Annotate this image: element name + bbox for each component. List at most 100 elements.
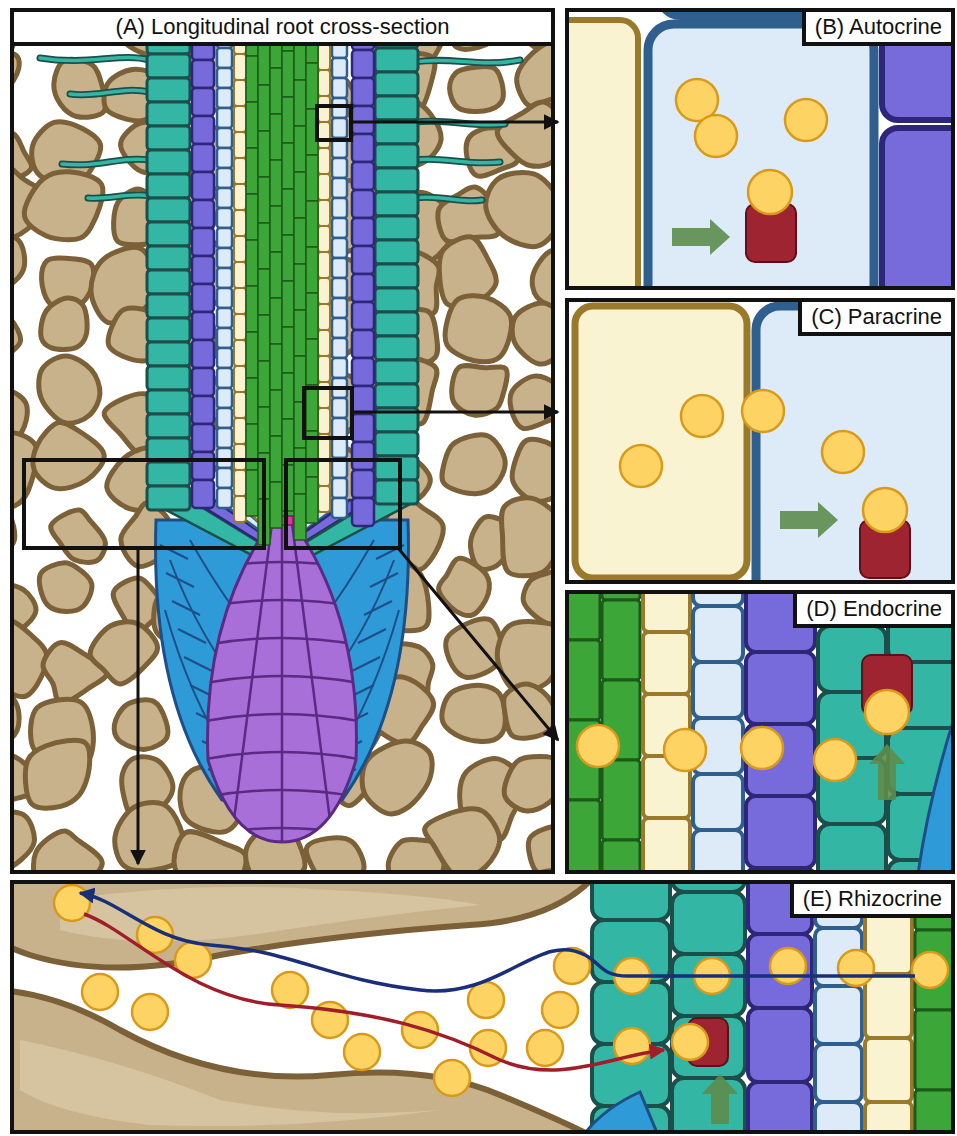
- pericycle-cell: [318, 330, 330, 356]
- epidermis-cell: [147, 462, 190, 486]
- signal-molecule: [468, 982, 504, 1018]
- cortex-cell: [192, 116, 214, 144]
- epidermis-cell: [147, 294, 190, 318]
- endodermis-cell: [217, 328, 232, 348]
- cortex-cell: [192, 368, 214, 396]
- stele-cell: [306, 63, 318, 109]
- cortex-cell: [352, 470, 374, 498]
- root-hair-outline: [40, 57, 150, 60]
- pericycle-cell: [865, 1038, 912, 1102]
- root-hair: [70, 90, 150, 95]
- soil-particle: [528, 825, 553, 872]
- pericycle-cell: [318, 460, 330, 486]
- epidermis-cell: [147, 486, 190, 510]
- endodermis-cell: [332, 398, 347, 418]
- cortex-cell: [352, 246, 374, 274]
- stele-cell: [270, 482, 282, 528]
- pericycle-cell: [318, 70, 330, 96]
- signal-molecule: [542, 992, 578, 1028]
- cortex-cell: [352, 218, 374, 246]
- signal-molecule: [272, 972, 308, 1008]
- cortex-cell: [748, 934, 812, 1008]
- pericycle-cell: [567, 20, 638, 288]
- cap-cell-wall: [352, 657, 380, 671]
- epidermis-cell: [147, 222, 190, 246]
- epidermis-cell: [375, 480, 418, 504]
- soil-particle: [442, 435, 505, 494]
- endodermis-cell: [332, 258, 347, 278]
- pericycle-cell: [865, 974, 912, 1038]
- soil-particle: [523, 569, 553, 624]
- signal-molecule: [577, 725, 619, 767]
- root-hair-outline: [415, 60, 520, 63]
- stele-cell: [270, 390, 282, 436]
- stele-cell: [246, 240, 258, 286]
- pericycle-cell: [234, 184, 246, 210]
- stele-cell: [282, 281, 294, 327]
- stele-cell: [567, 640, 600, 720]
- cortex-cell: [352, 106, 374, 134]
- endodermis-cell: [332, 338, 347, 358]
- zoom-frame: [304, 388, 352, 438]
- pericycle-cell: [318, 408, 330, 434]
- pericycle-cell: [234, 392, 246, 418]
- epidermis-cell: [147, 102, 190, 126]
- stele-cell: [258, 131, 270, 177]
- endodermis-cell: [217, 388, 232, 408]
- soil-particle: [51, 510, 106, 562]
- pericycle-cell: [318, 174, 330, 200]
- pericycle-cell: [234, 340, 246, 366]
- panel-label: (B) Autocrine: [802, 8, 955, 46]
- stele-cell: [258, 407, 270, 453]
- epidermis-cell: [147, 78, 190, 102]
- soil-particle: [24, 172, 103, 240]
- epidermis-cell: [375, 384, 418, 408]
- pericycle-cell: [318, 304, 330, 330]
- endodermis-cell: [815, 1102, 862, 1132]
- panel-b-art: [567, 10, 953, 288]
- endodermis-cell: [332, 158, 347, 178]
- signal-molecule: [822, 431, 864, 473]
- epidermis-cell: [592, 882, 670, 920]
- root-hair: [62, 159, 150, 165]
- endodermis-cell: [693, 606, 743, 662]
- cortex-cell: [192, 284, 214, 312]
- stele-cell: [294, 310, 306, 356]
- stele-cell: [270, 68, 282, 114]
- epidermis-cell: [375, 432, 418, 456]
- soil-particle-inner: [60, 887, 480, 942]
- stele-cell: [258, 315, 270, 361]
- panel-label: (C) Paracrine: [798, 298, 955, 336]
- signal-molecule: [912, 952, 948, 988]
- stele-cell: [246, 332, 258, 378]
- cortex-cell: [352, 162, 374, 190]
- stele-cell: [258, 177, 270, 223]
- cortex-cell: [352, 302, 374, 330]
- stele-cell: [294, 80, 306, 126]
- stele-cell: [258, 85, 270, 131]
- epidermis-cell: [672, 1016, 745, 1078]
- soil-particle: [425, 809, 500, 872]
- endodermis-cell: [332, 418, 347, 438]
- columella-cell-wall: [231, 520, 273, 845]
- endodermis-cell: [217, 108, 232, 128]
- signal-direction-arrow: [672, 219, 730, 255]
- lateral-root-cap: [918, 700, 953, 872]
- epidermis-cell: [147, 270, 190, 294]
- zoom-arrow: [351, 121, 558, 124]
- soil-particle: [497, 102, 553, 166]
- signal-molecule: [672, 1024, 708, 1060]
- root-hair: [40, 57, 150, 60]
- soil-particle: [114, 700, 168, 750]
- zoom-frame: [317, 106, 351, 140]
- endodermis-cell: [693, 662, 743, 718]
- signal-molecule: [402, 1012, 438, 1048]
- soil-particle: [510, 376, 553, 429]
- cortex-cell: [192, 200, 214, 228]
- stele-cell: [270, 344, 282, 390]
- stele-cell: [294, 218, 306, 264]
- cortex-cell: [352, 78, 374, 106]
- pericycle-cell: [318, 252, 330, 278]
- soil-particle: [39, 563, 92, 612]
